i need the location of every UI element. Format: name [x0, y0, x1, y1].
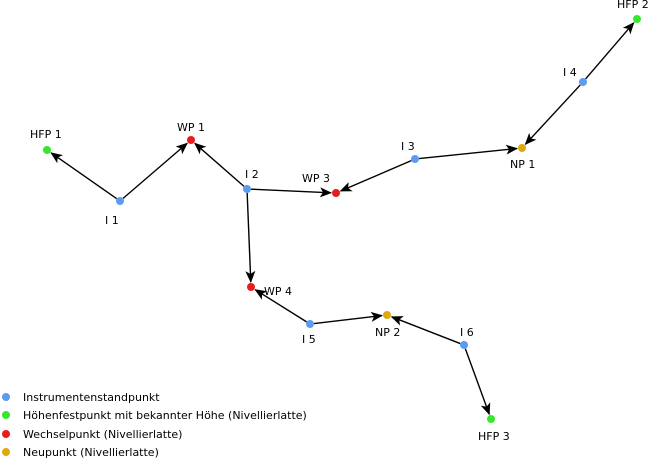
- node-np2: [383, 311, 391, 319]
- node-hfp3: [487, 415, 495, 423]
- label-i1: I 1: [105, 214, 119, 227]
- node-wp4: [247, 283, 255, 291]
- label-i2: I 2: [245, 168, 259, 181]
- edge-i5-to-np2: [313, 311, 384, 325]
- edge-i3-to-wp3: [339, 159, 412, 192]
- label-wp3: WP 3: [302, 172, 330, 185]
- edge-i1-to-wp1: [122, 142, 188, 199]
- node-wp3: [332, 189, 340, 197]
- label-i4: I 4: [563, 66, 577, 79]
- legend-item-wp: Wechselpunkt (Nivellierlatte): [2, 428, 182, 441]
- edge-i4-to-hfp2: [585, 22, 635, 80]
- legend-dot-hfp: [2, 411, 10, 419]
- legend: Instrumentenstandpunkt Höhenfestpunkt mi…: [2, 391, 307, 458]
- label-i6: I 6: [460, 326, 474, 339]
- label-hfp3: HFP 3: [478, 430, 510, 443]
- label-np1: NP 1: [510, 158, 535, 171]
- edge-i1-to-hfp1: [50, 152, 118, 200]
- label-wp4: WP 4: [264, 285, 292, 298]
- edges-layer: [50, 22, 635, 416]
- edge-i6-to-np2: [390, 316, 461, 345]
- label-i3: I 3: [401, 140, 415, 153]
- label-hfp2: HFP 2: [617, 0, 649, 11]
- node-hfp1: [43, 146, 51, 154]
- labels-layer: HFP 1 I 1 WP 1 I 2 WP 3 I 3 NP 1 I 4 HFP…: [30, 0, 649, 443]
- legend-item-np: Neupunkt (Nivellierlatte): [2, 446, 159, 458]
- edge-i4-to-np1: [524, 84, 581, 146]
- node-i6: [460, 341, 468, 349]
- nodes-layer: [43, 15, 641, 423]
- label-wp1: WP 1: [177, 121, 205, 134]
- node-i2: [243, 185, 251, 193]
- legend-label-wp: Wechselpunkt (Nivellierlatte): [23, 428, 182, 441]
- legend-item-hfp: Höhenfestpunkt mit bekannter Höhe (Nivel…: [2, 409, 307, 422]
- legend-dot-instrument: [2, 393, 10, 401]
- node-hfp2: [633, 15, 641, 23]
- legend-dot-wp: [2, 430, 10, 438]
- node-np1: [518, 144, 526, 152]
- node-i4: [579, 78, 587, 86]
- legend-item-instrument: Instrumentenstandpunkt: [2, 391, 160, 404]
- edge-i5-to-wp4: [254, 289, 307, 323]
- edge-i2-to-wp3: [250, 187, 333, 198]
- edge-i6-to-hfp3: [464, 348, 491, 416]
- node-i1: [116, 197, 124, 205]
- node-i3: [411, 155, 419, 163]
- legend-dot-np: [2, 448, 10, 456]
- legend-label-np: Neupunkt (Nivellierlatte): [23, 446, 159, 458]
- legend-label-hfp: Höhenfestpunkt mit bekannter Höhe (Nivel…: [23, 409, 307, 422]
- edge-i3-to-np1: [418, 144, 519, 160]
- label-i5: I 5: [302, 333, 316, 346]
- node-i5: [306, 320, 314, 328]
- node-wp1: [187, 136, 195, 144]
- edge-i2-to-wp1: [194, 142, 245, 187]
- label-hfp1: HFP 1: [30, 128, 62, 141]
- label-np2: NP 2: [375, 326, 400, 339]
- legend-label-instrument: Instrumentenstandpunkt: [23, 391, 160, 404]
- edge-i2-to-wp4: [245, 192, 256, 284]
